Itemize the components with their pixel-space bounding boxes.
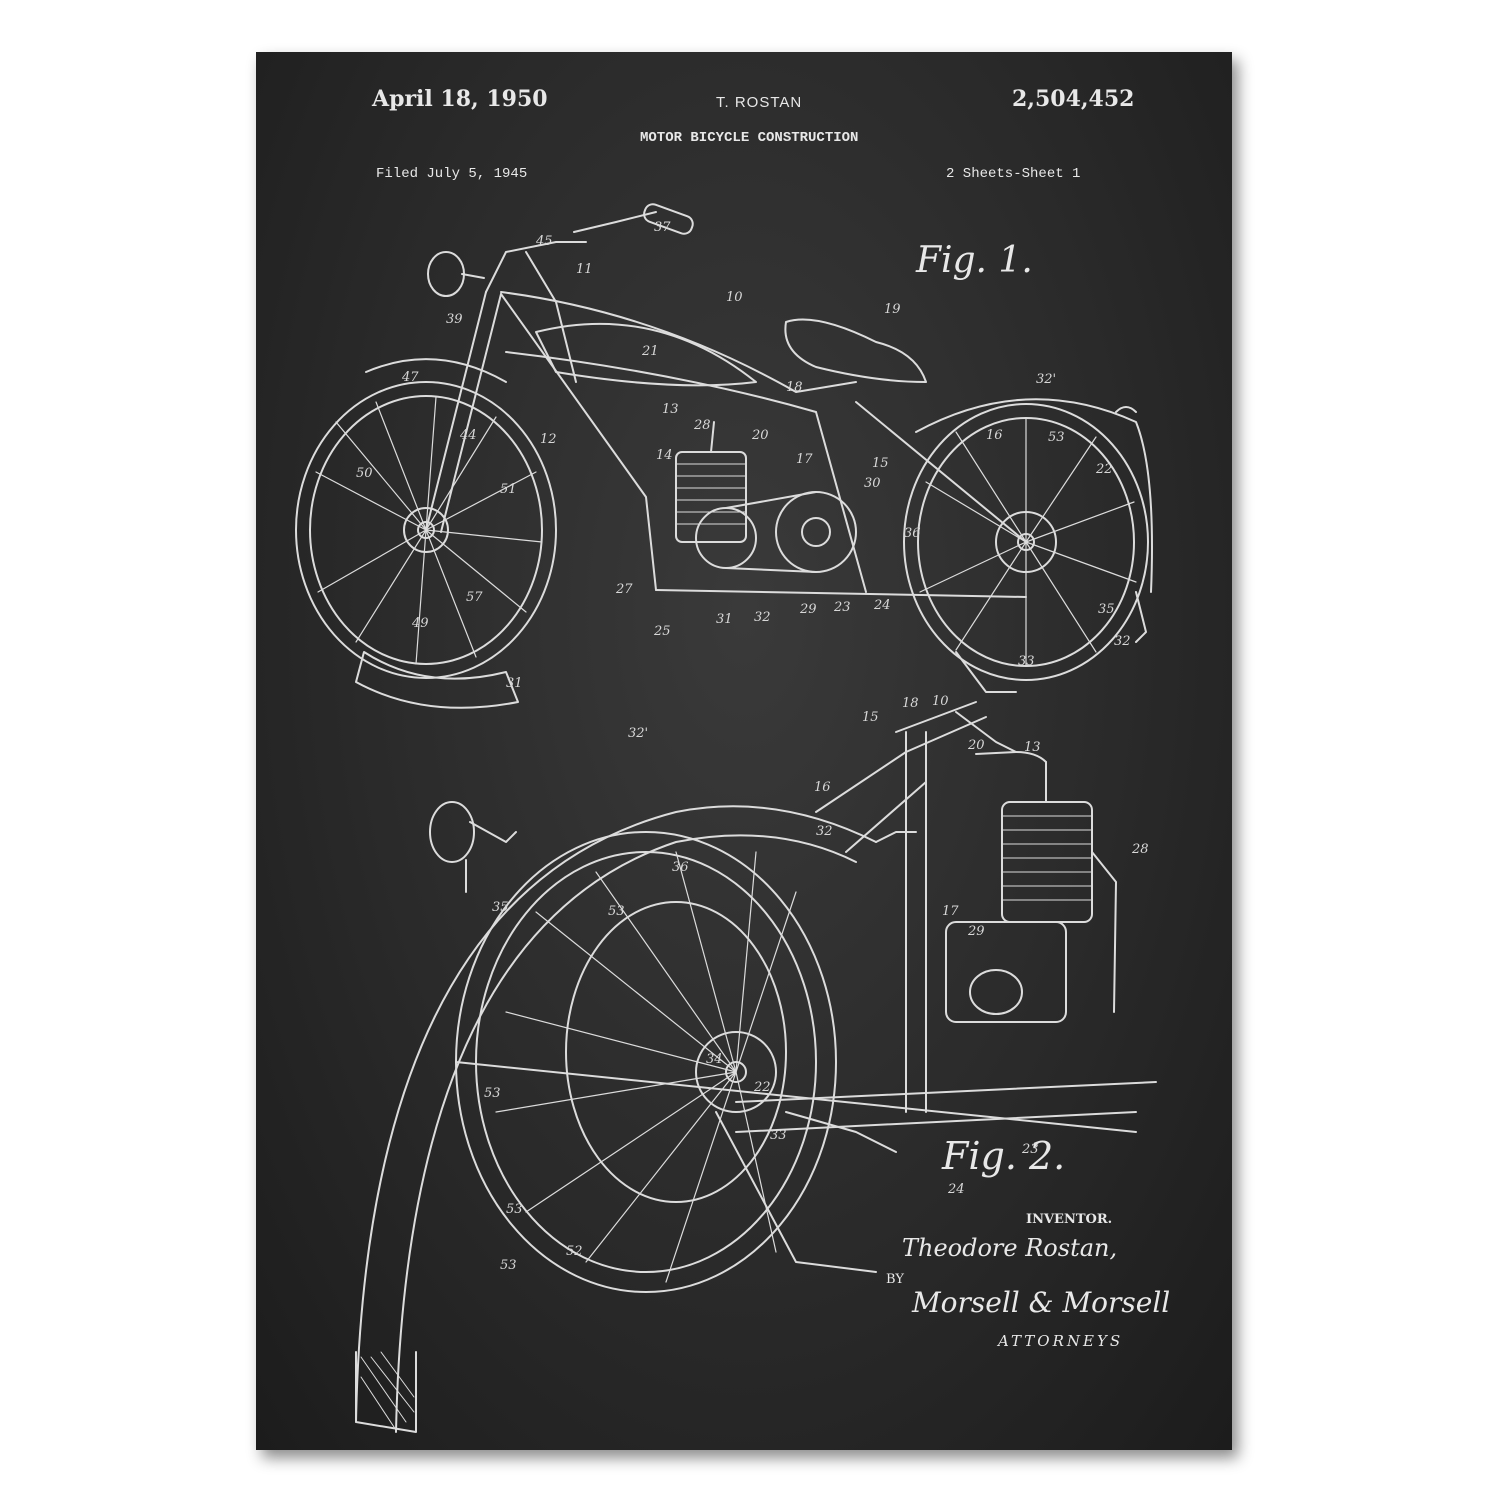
ref-53: 53 — [1048, 430, 1065, 445]
ref2-33: 33 — [770, 1128, 787, 1143]
ref2-20: 20 — [968, 738, 985, 753]
rear-wheel-large-spokes — [495, 851, 797, 1283]
ref-14: 14 — [656, 448, 673, 463]
front-wheel — [295, 358, 557, 709]
ref-28: 28 — [694, 418, 711, 433]
rear-fender-large — [355, 805, 877, 1423]
ref-20: 20 — [752, 428, 769, 443]
ref2-36: 36 — [672, 860, 689, 875]
ref2-10: 10 — [932, 694, 949, 709]
fig1-motorcycle-drawing — [295, 203, 1153, 709]
fig1-label: Fig. 1. — [916, 240, 1033, 281]
ref-31b: 31 — [506, 676, 523, 691]
ref2-28: 28 — [1132, 842, 1149, 857]
ref2-29: 29 — [968, 924, 985, 939]
ref-39: 39 — [446, 312, 463, 327]
rear-wheel-large — [455, 831, 837, 1293]
ref-37: 37 — [654, 220, 671, 235]
ref-11: 11 — [576, 262, 593, 277]
ref2-32: 32 — [816, 824, 833, 839]
fig2-motorcycle-drawing — [355, 701, 1157, 1433]
ref-35: 35 — [1098, 602, 1115, 617]
attorneys-caption: ATTORNEYS — [998, 1332, 1124, 1350]
attorneys-signature: Morsell & Morsell — [912, 1286, 1171, 1319]
front-fork — [425, 203, 694, 533]
ref2-17: 17 — [942, 904, 959, 919]
ref-57: 57 — [466, 590, 483, 605]
ref-30: 30 — [864, 476, 881, 491]
inventor-caption: INVENTOR. — [1026, 1212, 1113, 1227]
ref-25: 25 — [654, 624, 671, 639]
rear-stand-large — [715, 1111, 877, 1273]
ref-32prime: 32' — [1036, 372, 1057, 387]
ref2-53a: 53 — [608, 904, 625, 919]
rear-frame — [455, 701, 1157, 1273]
front-wheel-spokes — [315, 396, 543, 665]
by-label: BY — [886, 1272, 904, 1287]
ref2-16: 16 — [814, 780, 831, 795]
ref-32a: 32 — [754, 610, 771, 625]
ref-15: 15 — [872, 456, 889, 471]
inventor-name: T. ROSTAN — [716, 94, 803, 111]
ref-45: 45 — [536, 234, 553, 249]
rear-fender — [915, 398, 1153, 593]
ref2-53c: 53 — [506, 1202, 523, 1217]
fuel-tank — [535, 322, 757, 387]
ref-49: 49 — [412, 616, 429, 631]
filed-date: Filed July 5, 1945 — [376, 166, 528, 182]
patent-date: April 18, 1950 — [372, 86, 548, 112]
ref2-13: 13 — [1024, 740, 1041, 755]
ref2-22: 22 — [754, 1080, 771, 1095]
ref-50: 50 — [356, 466, 373, 481]
inventor-signature: Theodore Rostan, — [902, 1234, 1118, 1262]
ref-13: 13 — [662, 402, 679, 417]
fig2-label: Fig. 2. — [942, 1134, 1066, 1178]
patent-title: MOTOR BICYCLE CONSTRUCTION — [640, 130, 859, 146]
ref-36: 36 — [904, 526, 921, 541]
ref-44: 44 — [460, 428, 477, 443]
ref-21: 21 — [642, 344, 659, 359]
patent-number: 2,504,452 — [1012, 86, 1135, 112]
ref-31a: 31 — [716, 612, 733, 627]
ref-32b: 32 — [1114, 634, 1131, 649]
ref-18: 18 — [786, 380, 803, 395]
ref-10: 10 — [726, 290, 743, 305]
patent-print-canvas: April 18, 1950 T. ROSTAN 2,504,452 MOTOR… — [256, 52, 1232, 1450]
ref2-52: 52 — [566, 1244, 583, 1259]
ref-17: 17 — [796, 452, 813, 467]
ref2-53d: 53 — [500, 1258, 517, 1273]
ref2-18: 18 — [902, 696, 919, 711]
ref-29: 29 — [800, 602, 817, 617]
ref-19: 19 — [884, 302, 901, 317]
ref2-34: 34 — [706, 1052, 723, 1067]
ref2-53b: 53 — [484, 1086, 501, 1101]
ref2-35: 35 — [492, 900, 509, 915]
fender-hatching — [360, 1351, 415, 1431]
frame — [500, 251, 1027, 598]
ref-22: 22 — [1096, 462, 1113, 477]
rear-wheel-spokes — [919, 417, 1137, 667]
ref-23: 23 — [834, 600, 851, 615]
rear-wheel — [903, 398, 1153, 693]
ref2-32prime: 32' — [628, 726, 649, 741]
ref-33: 33 — [1018, 654, 1035, 669]
ref-51: 51 — [500, 482, 517, 497]
ref-27: 27 — [616, 582, 633, 597]
engine — [675, 421, 857, 573]
ref-16: 16 — [986, 428, 1003, 443]
engine-large — [945, 751, 1117, 1023]
ref2-23: 23 — [1022, 1142, 1039, 1157]
ref-47: 47 — [402, 370, 419, 385]
rear-stand — [955, 651, 1017, 693]
sheet-info: 2 Sheets-Sheet 1 — [946, 166, 1081, 182]
patent-drawing — [295, 203, 1157, 1433]
ref2-15: 15 — [862, 710, 879, 725]
ref-12: 12 — [540, 432, 557, 447]
ref2-24: 24 — [948, 1182, 965, 1197]
ref-24: 24 — [874, 598, 891, 613]
seat — [784, 318, 927, 383]
tail-light — [429, 801, 475, 863]
